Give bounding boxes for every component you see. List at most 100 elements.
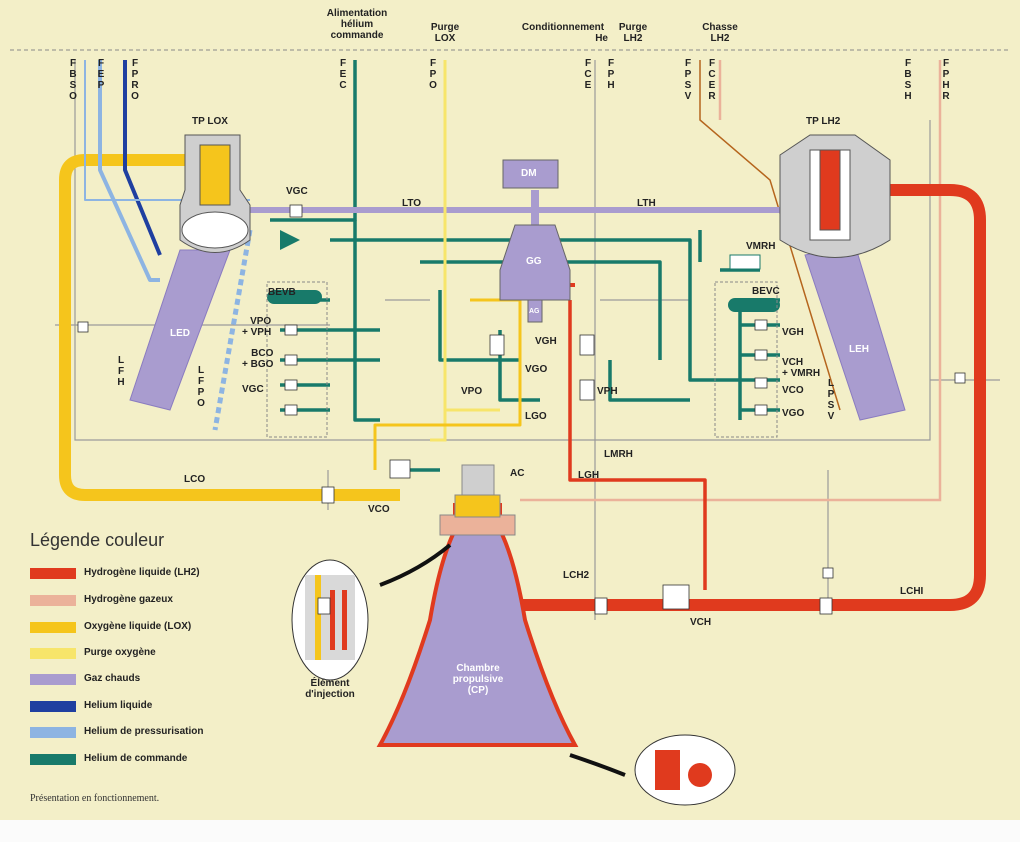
vgc-top-valve [280,230,300,250]
injection-element [291,559,369,681]
legend-label: Helium de commande [84,753,188,764]
chambre-line-1: Chambre [456,663,500,674]
label-lco: LCO [184,474,206,485]
detail-magnifier [634,734,736,806]
chasse-lh2-line [699,60,841,411]
gh2-lines [520,60,942,502]
top-label-conditionnement: Conditionnement He [518,22,608,44]
label-lmrh: LMRH [604,449,633,460]
label-element-injection: Élément d'injection [298,678,362,700]
chambre-line-2: propulsive [452,674,504,685]
label-vpo-center: VPO [461,386,483,397]
code-fcer: FCER [708,58,716,102]
label-lgo: LGO [525,411,547,422]
label-lchi: LCHI [900,586,924,597]
vmrh-box [729,254,761,270]
legend-swatch [30,674,76,685]
hot-gas-lines [250,190,800,225]
legend-title: Légende couleur [30,530,165,550]
legend-swatch [30,648,76,659]
code-fph: FPH [607,58,615,91]
code-fec: FEC [339,58,347,91]
top-label-purge-lox: Purge LOX [425,22,465,44]
conditionnement-line-2: He [595,33,608,44]
label-lto: LTO [402,198,422,209]
code-lfh: LFH [117,355,125,388]
lfpo-line [212,229,253,431]
top-label-alimentation: Alimentation hélium commande [318,8,396,41]
purge-o2-lines [430,60,500,442]
code-lpsv: LPSV [827,378,835,422]
label-dm: DM [521,168,537,179]
label-tp-lh2: TP LH2 [806,116,841,127]
label-vph-center: VPH [597,386,618,397]
label-vgh-right: VGH [782,327,804,338]
label-vch-vmrh: VCH + VMRH [782,357,820,379]
element-line-2: d'injection [305,689,355,700]
code-fpro: FPRO [131,58,139,102]
top-label-chasse: Chasse LH2 [700,22,740,44]
label-chambre: Chambre propulsive (CP) [438,663,518,696]
bottom-margin [0,820,1020,842]
legend-label: Hydrogène gazeux [84,594,173,605]
legend-label: Helium de pressurisation [84,726,204,737]
label-lch2: LCH2 [563,570,590,581]
tp-lh2 [779,134,891,258]
chasse-line-2: LH2 [710,33,730,44]
legend-swatch [30,701,76,712]
chasse-line-1: Chasse [702,22,738,33]
gg-body [499,224,571,301]
legend-label: Oxygène liquide (LOX) [84,621,192,632]
legend-swatch [30,622,76,633]
label-ac: AC [510,468,525,479]
footnote: Présentation en fonctionnement. [30,793,160,804]
label-vgc-top: VGC [286,186,308,197]
label-lth: LTH [637,198,656,209]
label-leh: LEH [849,344,869,355]
label-vpo-vph: VPO + VPH [242,316,271,338]
label-vgc-left: VGC [242,384,264,395]
vch-vmrh-line-1: VCH [782,357,804,368]
code-fbso: FBSO [69,58,77,102]
code-fphr: FPHR [942,58,950,102]
code-fce: FCE [584,58,592,91]
label-vco-right: VCO [782,385,804,396]
bco-bgo-line-1: BCO [251,348,274,359]
code-fep: FEP [97,58,105,91]
alimentation-line-1: Alimentation [326,8,388,19]
chambre-line-3: (CP) [467,685,489,696]
tp-lox [179,134,251,253]
label-gg: GG [526,256,542,267]
label-vgo-center: VGO [525,364,548,375]
injection-pointer [379,543,452,587]
code-fpo: FPO [429,58,437,91]
dm-box [502,159,559,189]
combustion-chamber [376,464,579,747]
top-label-purge-lh2: Purge LH2 [613,22,653,44]
label-led: LED [170,328,190,339]
bco-bgo-line-2: + BGO [242,359,274,370]
legend-label: Purge oxygène [84,647,156,658]
conditionnement-line-1: Conditionnement [521,22,605,33]
alimentation-line-2: hélium [340,19,374,30]
legend-swatch [30,568,76,579]
purge-lox-line-2: LOX [434,33,456,44]
bevb-frame [266,281,328,438]
label-vgo-right: VGO [782,408,805,419]
legend-swatch [30,595,76,606]
label-vmrh: VMRH [746,241,776,252]
vch-vmrh-line-2: + VMRH [782,368,821,379]
bevc-tank [728,298,780,312]
legend-swatch [30,727,76,738]
code-fpsv: FPSV [684,58,692,102]
label-tp-lox: TP LOX [192,116,228,127]
ag-box [527,299,543,323]
label-ag: AG [529,308,540,315]
legend-label: Helium liquide [84,700,153,711]
label-bevc: BEVC [752,286,780,297]
label-vgh-center: VGH [535,336,557,347]
label-bevb: BEVB [268,287,296,298]
legend-swatch [30,754,76,765]
